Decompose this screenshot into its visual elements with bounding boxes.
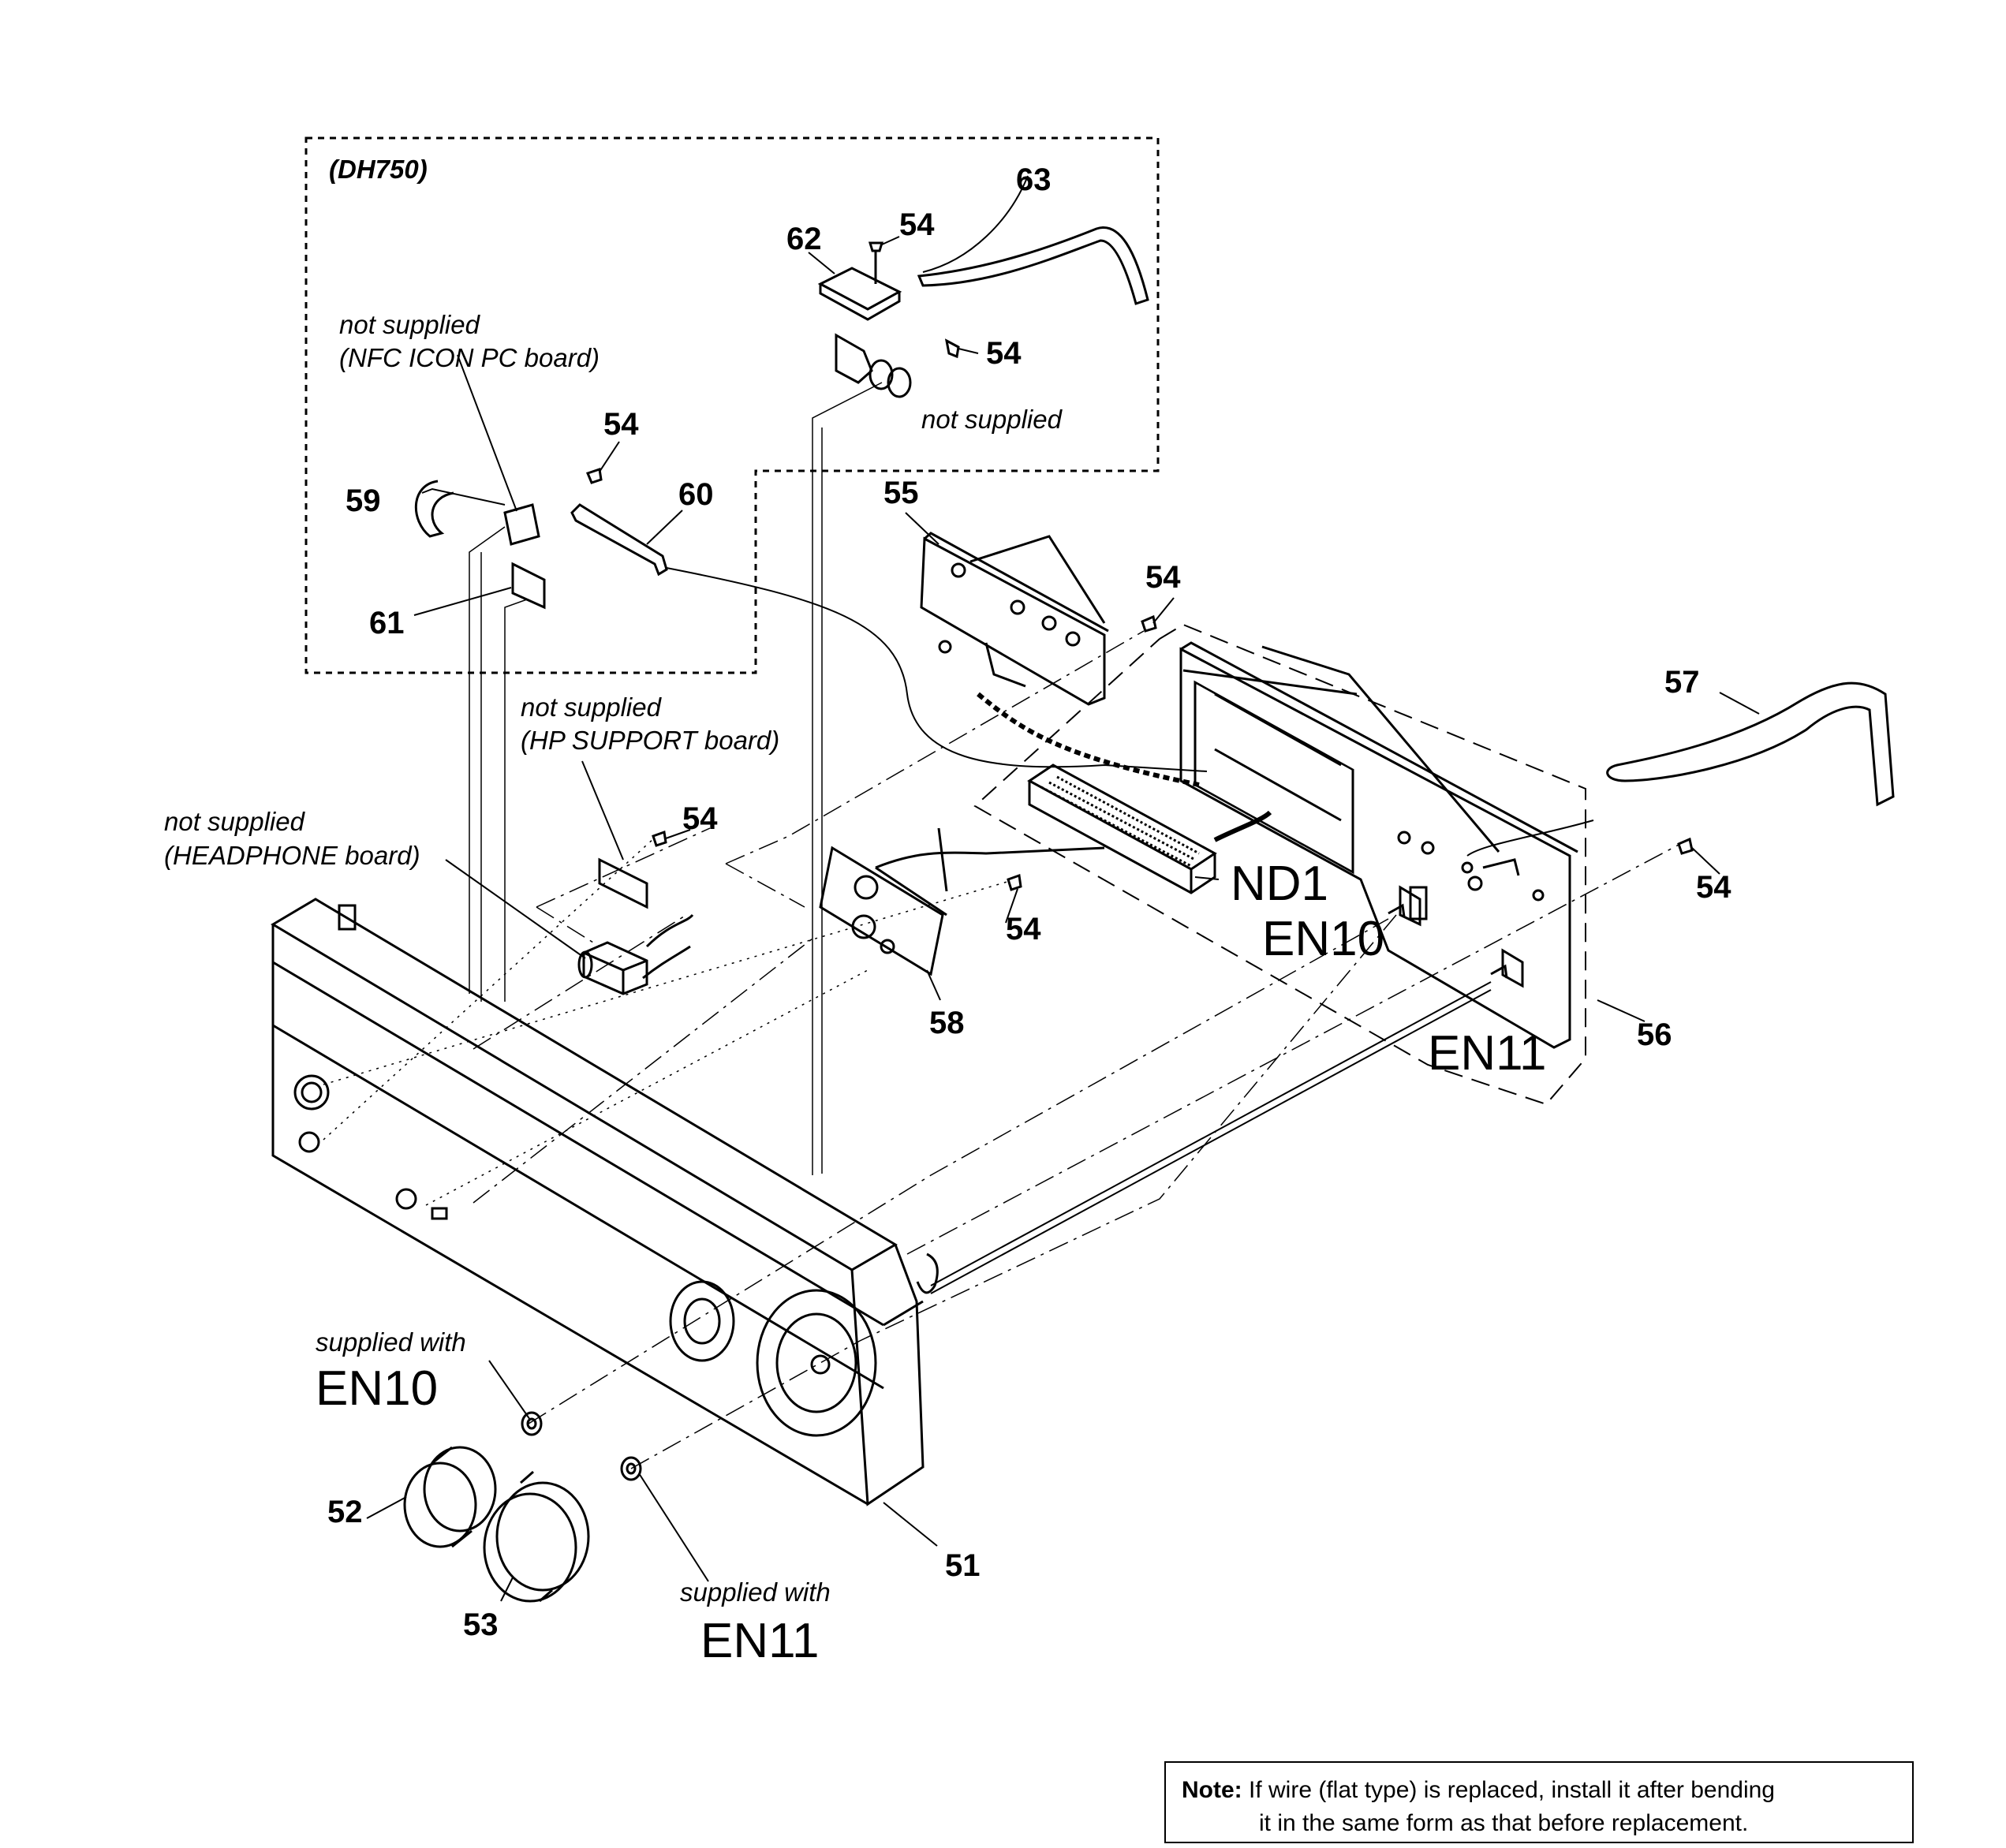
knob-53 xyxy=(483,1470,590,1603)
note-box: Note: If wire (flat type) is replaced, i… xyxy=(1164,1761,1914,1843)
supplied-with-label-1: supplied with xyxy=(316,1327,466,1357)
note-heading: Note: xyxy=(1182,1777,1242,1803)
callout-62: 62 xyxy=(786,222,822,256)
front-panel-51 xyxy=(271,898,939,1506)
callout-54-top-right: 54 xyxy=(986,336,1022,371)
nfc-not-supplied: not supplied xyxy=(339,310,480,339)
flat-cable-57 xyxy=(1606,681,1895,807)
part-61 xyxy=(511,562,546,610)
top-not-supplied: not supplied xyxy=(921,405,1062,434)
screws-54 xyxy=(585,241,1694,891)
flat-cable-63 xyxy=(917,226,1149,305)
callout-52: 52 xyxy=(327,1495,363,1529)
hp-support-not-supplied: not supplied xyxy=(521,693,661,722)
group-label: (DH750) xyxy=(329,155,428,184)
ref-nd1: ND1 xyxy=(1231,857,1329,911)
nfc-icon-board xyxy=(503,503,540,546)
ref-en11-board: EN11 xyxy=(1428,1026,1547,1081)
nfc-board-label: (NFC ICON PC board) xyxy=(339,343,600,372)
wire-59 xyxy=(414,480,454,538)
callout-58: 58 xyxy=(929,1006,965,1040)
display-board-boundary xyxy=(973,623,1586,1106)
washers xyxy=(521,1411,642,1481)
callout-54-right: 54 xyxy=(1696,870,1731,905)
supplied-with-label-2: supplied with xyxy=(680,1577,831,1607)
callout-53: 53 xyxy=(463,1607,499,1642)
callout-54-hp: 54 xyxy=(682,801,718,836)
encoder-en10 xyxy=(1388,885,1421,927)
callout-56: 56 xyxy=(1637,1017,1672,1052)
callout-59: 59 xyxy=(346,483,381,518)
callout-54-board58: 54 xyxy=(1006,912,1041,946)
callout-54-dh750: 54 xyxy=(603,407,639,442)
board-55 xyxy=(920,532,1109,706)
hp-support-board-label: (HP SUPPORT board) xyxy=(521,726,780,755)
callout-57: 57 xyxy=(1664,665,1700,700)
board-58 xyxy=(819,827,1105,976)
fl-tube-nd1 xyxy=(1027,763,1217,894)
note-line-1: Note: If wire (flat type) is replaced, i… xyxy=(1182,1779,1775,1802)
callout-55: 55 xyxy=(883,476,919,510)
note-text-1: If wire (flat type) is replaced, install… xyxy=(1249,1777,1775,1803)
headphone-board xyxy=(577,913,694,995)
callout-54-board55: 54 xyxy=(1145,560,1181,595)
bracket-62 xyxy=(817,267,902,311)
display-board-56 xyxy=(1179,641,1578,1049)
callout-54-top: 54 xyxy=(899,207,935,242)
headphone-board-label: (HEADPHONE board) xyxy=(164,841,420,870)
callout-60: 60 xyxy=(678,477,714,512)
callout-63: 63 xyxy=(1016,162,1052,197)
knob-52 xyxy=(403,1446,497,1548)
part-60 xyxy=(570,503,668,577)
ref-en11-knob: EN11 xyxy=(700,1614,820,1668)
dh750-boundary xyxy=(304,136,1160,674)
headphone-not-supplied: not supplied xyxy=(164,807,304,836)
callout-61: 61 xyxy=(369,606,405,640)
note-line-2: it in the same form as that before repla… xyxy=(1259,1810,1749,1836)
ref-en10-knob: EN10 xyxy=(316,1361,439,1416)
ref-en10-board: EN10 xyxy=(1262,912,1385,966)
hp-support-board xyxy=(598,857,648,909)
top-component xyxy=(835,333,873,384)
encoder-en11 xyxy=(1490,948,1524,988)
callout-51: 51 xyxy=(945,1548,981,1583)
